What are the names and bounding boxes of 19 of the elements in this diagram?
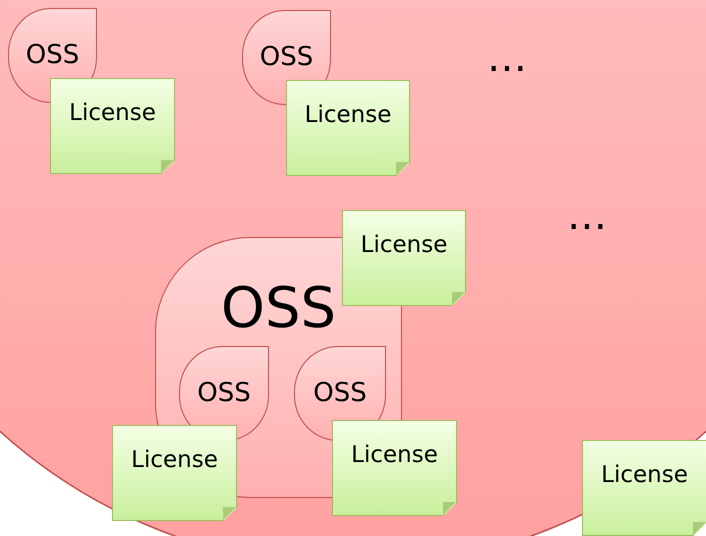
license-note <box>332 420 457 516</box>
ellipsis: … <box>567 196 609 236</box>
node-label: OSS <box>260 43 314 72</box>
node-label: License <box>601 463 688 488</box>
node-label: License <box>304 103 392 128</box>
license-note <box>342 210 466 306</box>
node-label: OSS <box>313 379 367 408</box>
license-note <box>50 78 175 174</box>
node-label: License <box>360 233 448 258</box>
license-note <box>112 425 237 521</box>
node-label: License <box>131 448 218 474</box>
node-label: OSS <box>197 379 251 408</box>
node-label: License <box>351 443 438 468</box>
license-note <box>286 80 410 176</box>
license-note <box>582 440 706 536</box>
node-label: License <box>69 101 156 126</box>
ellipsis: … <box>487 38 529 78</box>
node-label: OSS <box>220 278 336 340</box>
node-label: OSS <box>26 41 80 70</box>
